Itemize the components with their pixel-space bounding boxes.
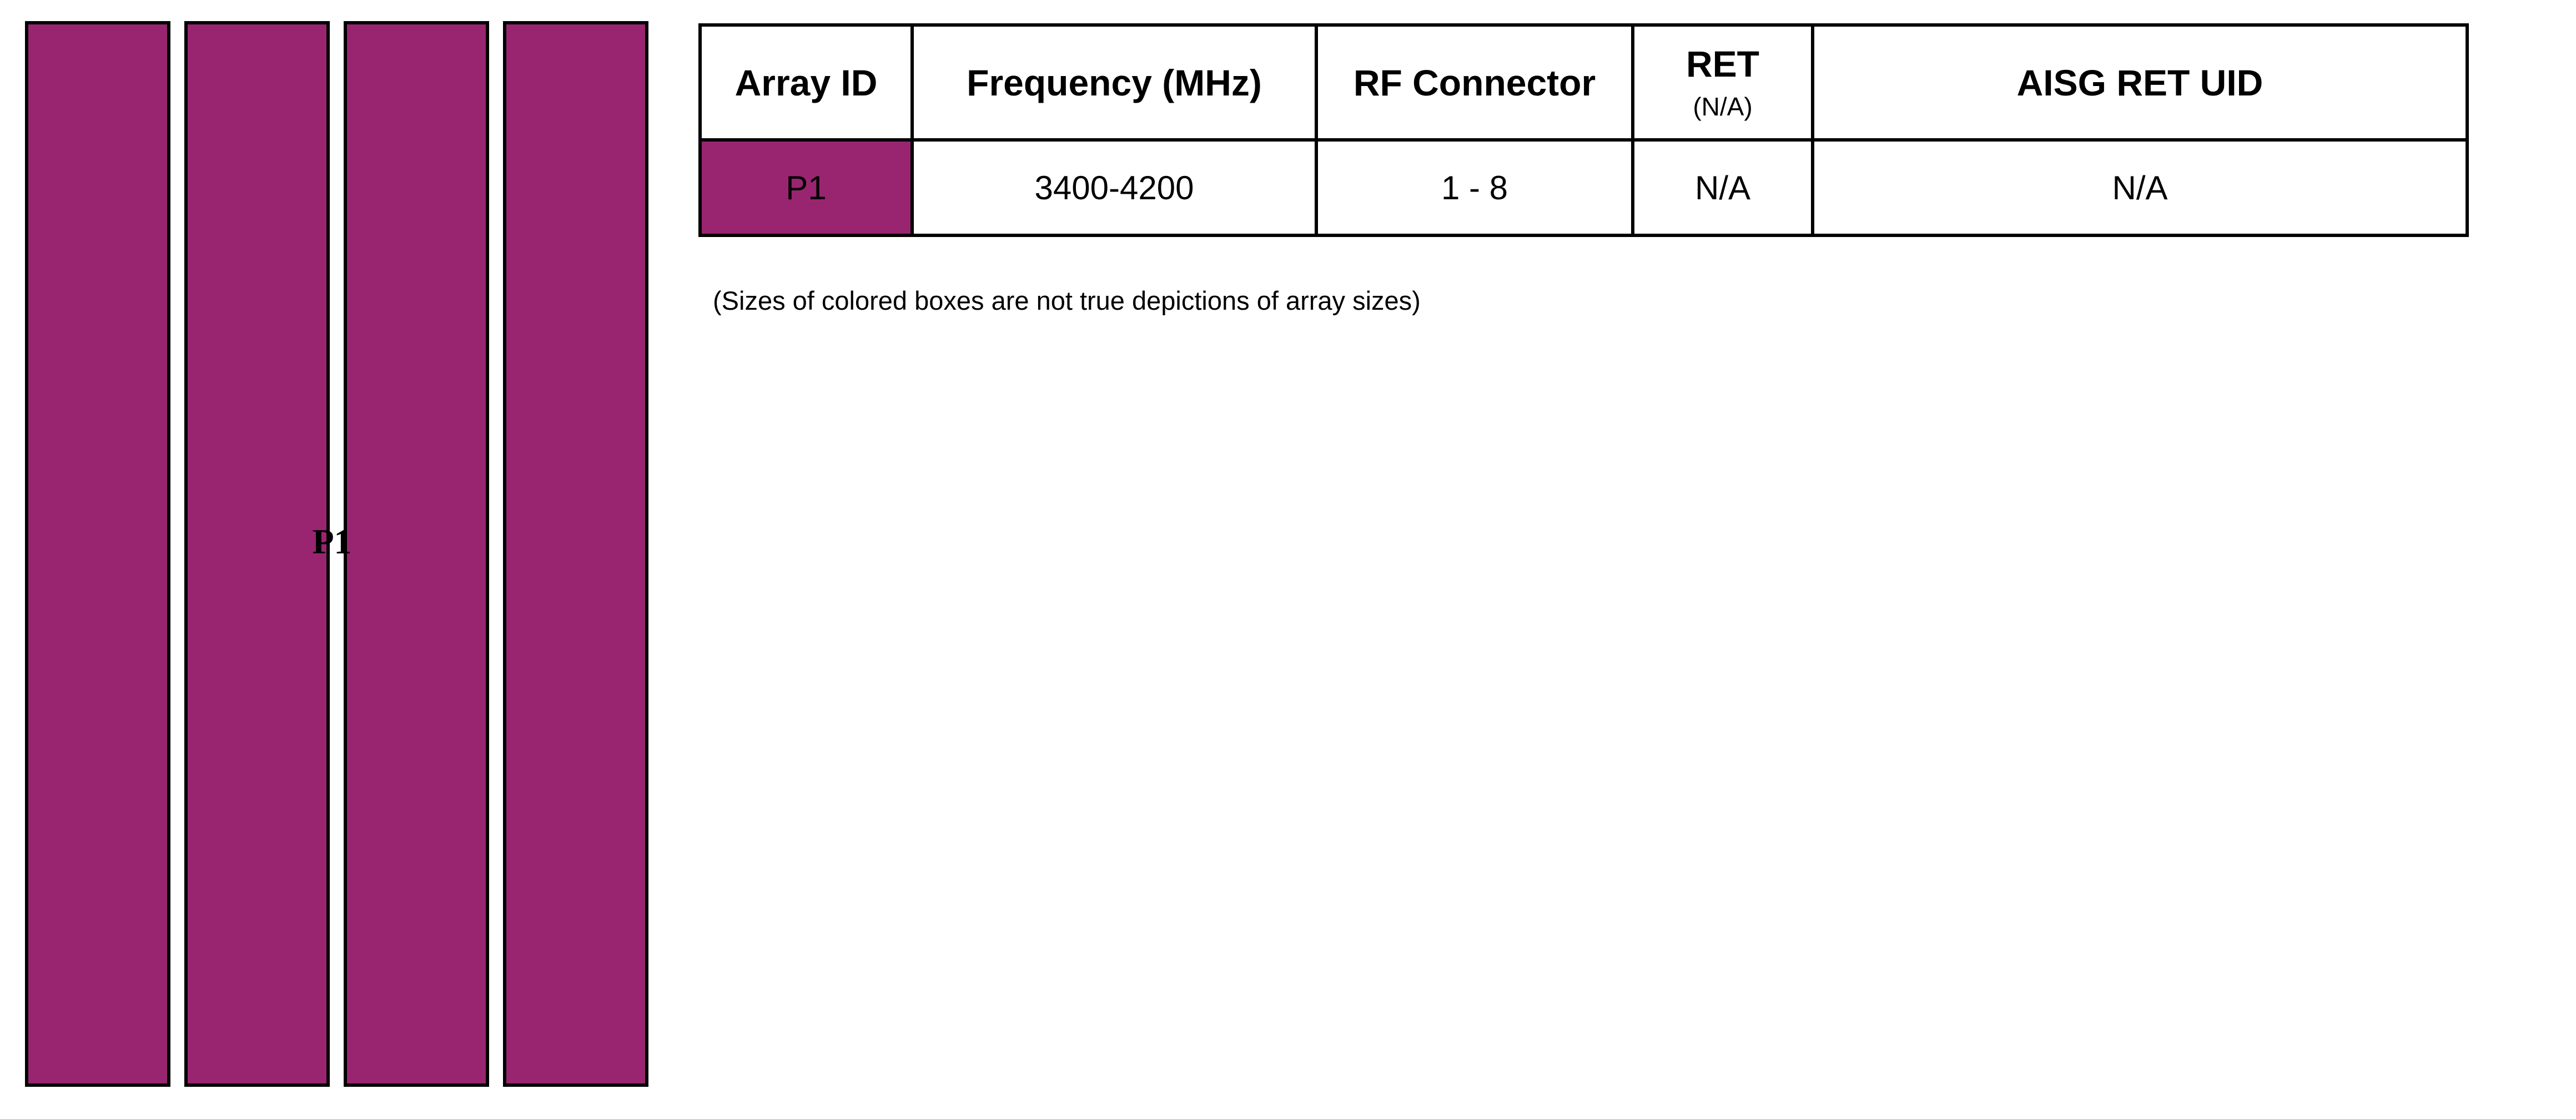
header-array-id: Array ID	[698, 23, 914, 142]
table-row: P1 3400-4200 1 - 8 N/A N/A	[698, 138, 2469, 237]
size-disclaimer-note: (Sizes of colored boxes are not true dep…	[713, 286, 1421, 315]
array-bar	[503, 21, 648, 1087]
header-ret-sublabel: (N/A)	[1693, 92, 1753, 121]
header-frequency: Frequency (MHz)	[910, 23, 1318, 142]
array-bar	[25, 21, 170, 1087]
array-p1-label: P1	[312, 522, 352, 561]
header-ret-label: RET	[1686, 43, 1759, 84]
header-aisg-ret-uid: AISG RET UID	[1811, 23, 2469, 142]
array-bar	[184, 21, 330, 1087]
cell-frequency: 3400-4200	[910, 138, 1318, 237]
table-header-row: Array ID Frequency (MHz) RF Connector RE…	[698, 23, 2469, 142]
header-rf-connector-label: RF Connector	[1353, 62, 1596, 103]
header-ret: RET (N/A)	[1631, 23, 1814, 142]
array-bars	[25, 21, 650, 1087]
cell-rf-connector: 1 - 8	[1315, 138, 1634, 237]
cell-aisg-ret-uid: N/A	[1811, 138, 2469, 237]
header-rf-connector: RF Connector	[1315, 23, 1634, 142]
cell-ret: N/A	[1631, 138, 1814, 237]
array-bar	[344, 21, 489, 1087]
header-ret-label-group: RET (N/A)	[1636, 43, 1809, 121]
cell-array-id: P1	[698, 138, 914, 237]
array-spec-table: Array ID Frequency (MHz) RF Connector RE…	[698, 23, 2469, 237]
header-frequency-label: Frequency (MHz)	[967, 62, 1262, 103]
header-array-id-label: Array ID	[734, 62, 878, 103]
header-aisg-ret-uid-label: AISG RET UID	[2016, 62, 2263, 103]
